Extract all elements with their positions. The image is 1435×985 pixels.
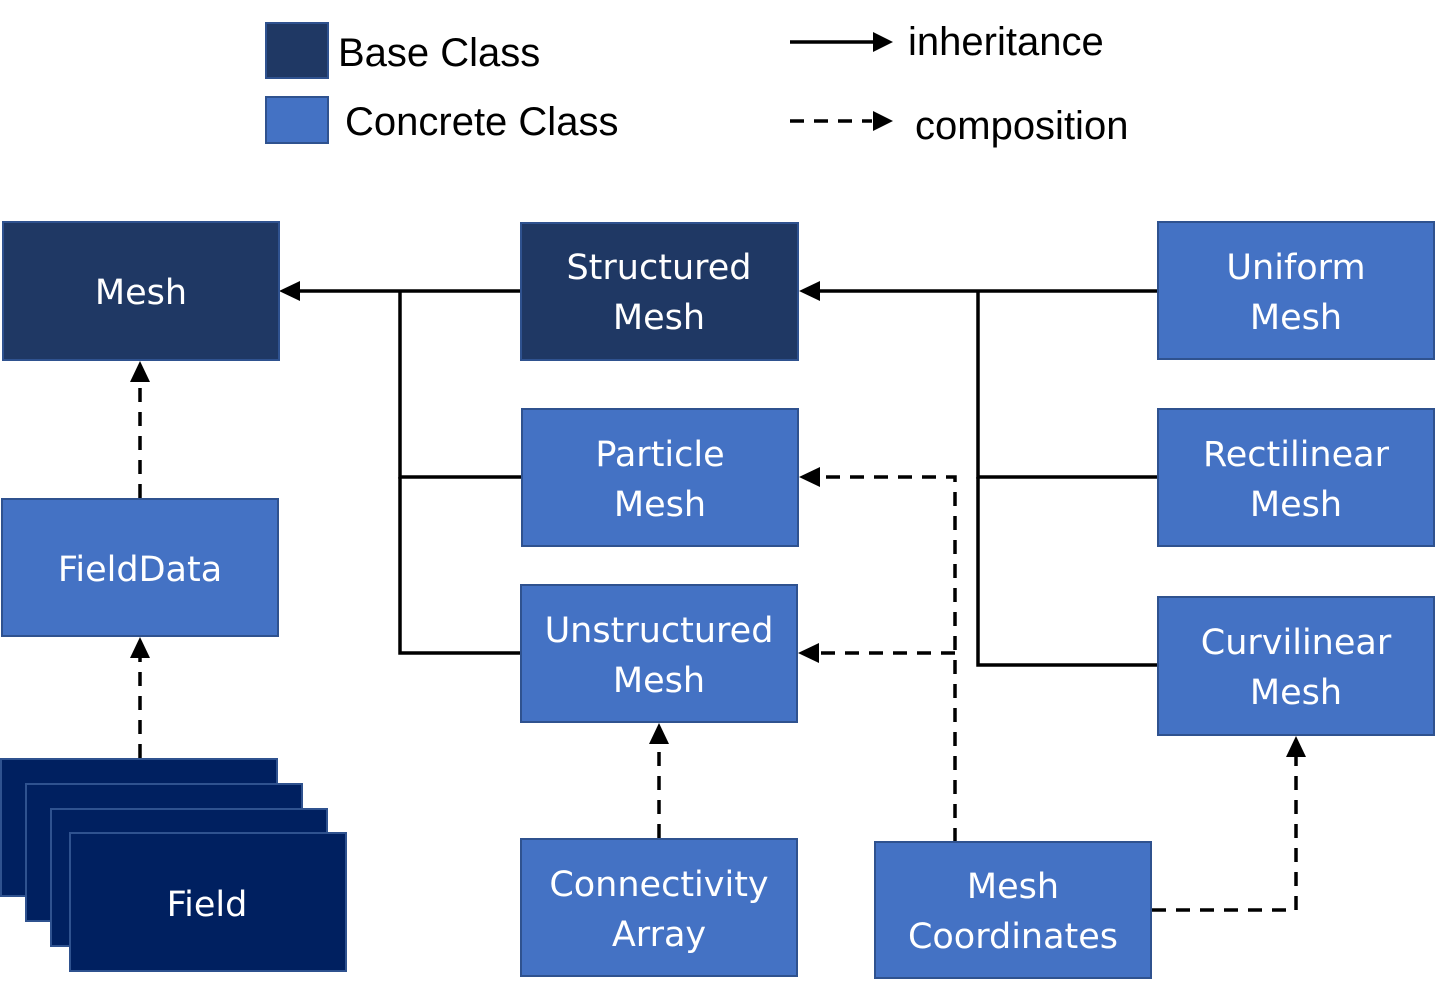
node-field-label: Field: [167, 885, 248, 925]
node-field-data: FieldData: [1, 498, 279, 637]
node-field-box: [69, 832, 347, 972]
node-connectivity-array-label-line-1: Connectivity: [549, 865, 768, 905]
node-mesh-box: [2, 221, 280, 361]
inheritance-edges: [279, 281, 1158, 667]
node-unstructured-mesh-label-line-2: Mesh: [613, 661, 705, 701]
edge-unstructured-to-mesh: [398, 477, 521, 655]
node-mesh-coordinates-label-line-2: Coordinates: [908, 917, 1118, 957]
node-mesh: Mesh: [2, 221, 280, 361]
legend-inheritance-label: inheritance: [908, 20, 1104, 64]
node-curvilinear-mesh: Curvilinear Mesh: [1157, 596, 1435, 736]
node-particle-mesh-box: [521, 408, 799, 547]
arrowhead-structured-mesh: [799, 281, 820, 301]
node-structured-mesh: Structured Mesh: [520, 222, 799, 361]
legend-composition-arrowhead: [873, 111, 893, 131]
composition-edges: [130, 361, 1306, 912]
node-mesh-coordinates-box: [874, 841, 1152, 979]
edge-rectilinear-to-structured: [976, 291, 1158, 479]
edge-coordinates-to-particle: [818, 475, 957, 842]
node-uniform-mesh-label-line-1: Uniform: [1226, 248, 1365, 288]
node-unstructured-mesh-box: [520, 584, 798, 723]
node-structured-mesh-box: [520, 222, 799, 361]
node-curvilinear-mesh-label-line-2: Mesh: [1250, 673, 1342, 713]
edge-particle-to-mesh: [398, 291, 521, 479]
node-rectilinear-mesh: Rectilinear Mesh: [1157, 408, 1435, 547]
arrowhead-curvilinear-from-coordinates: [1286, 736, 1306, 757]
node-connectivity-array: Connectivity Array: [520, 838, 798, 977]
node-structured-mesh-label-line-2: Mesh: [613, 298, 705, 338]
arrowhead-unstructured-from-coordinates: [798, 643, 819, 663]
node-connectivity-array-box: [520, 838, 798, 977]
edge-coordinates-to-curvilinear: [1152, 755, 1298, 912]
node-rectilinear-mesh-label-line-1: Rectilinear: [1203, 435, 1390, 475]
node-particle-mesh-label-line-1: Particle: [595, 435, 724, 475]
arrowhead-mesh-from-fielddata: [130, 361, 150, 382]
nodes: Mesh Structured Mesh Uniform Mesh Partic…: [0, 221, 1435, 979]
node-rectilinear-mesh-label-line-2: Mesh: [1250, 485, 1342, 525]
node-curvilinear-mesh-label-line-1: Curvilinear: [1201, 623, 1392, 663]
node-particle-mesh-label-line-2: Mesh: [614, 485, 706, 525]
node-mesh-coordinates-label-line-1: Mesh: [967, 867, 1059, 907]
legend-base-class-swatch: [265, 22, 329, 79]
node-uniform-mesh: Uniform Mesh: [1157, 221, 1435, 360]
legend-concrete-class-label: Concrete Class: [345, 100, 618, 144]
node-field-data-box: [1, 498, 279, 637]
node-unstructured-mesh-label-line-1: Unstructured: [545, 611, 774, 651]
node-field-stack: Field: [0, 758, 347, 972]
node-mesh-label: Mesh: [95, 273, 187, 313]
legend-inheritance-arrowhead: [873, 32, 893, 52]
node-particle-mesh: Particle Mesh: [521, 408, 799, 547]
arrowhead-particle-from-coordinates: [799, 467, 820, 487]
node-structured-mesh-label-line-1: Structured: [566, 248, 751, 288]
node-uniform-mesh-label-line-2: Mesh: [1250, 298, 1342, 338]
node-field-data-label: FieldData: [58, 550, 222, 590]
node-mesh-coordinates: Mesh Coordinates: [874, 841, 1152, 979]
legend-concrete-class-swatch: [265, 96, 329, 144]
node-uniform-mesh-box: [1157, 221, 1435, 360]
legend-base-class-label: Base Class: [338, 31, 540, 75]
legend: Base Class Concrete Class inheritance co…: [265, 20, 1128, 148]
legend-composition-label: composition: [915, 104, 1128, 148]
arrowhead-mesh: [279, 281, 300, 301]
node-connectivity-array-label-line-2: Array: [612, 915, 706, 955]
edge-curvilinear-to-structured: [976, 477, 1158, 667]
arrowhead-unstructured-from-connectivity: [649, 723, 669, 744]
node-unstructured-mesh: Unstructured Mesh: [520, 584, 798, 723]
node-rectilinear-mesh-box: [1157, 408, 1435, 547]
node-curvilinear-mesh-box: [1157, 596, 1435, 736]
arrowhead-fielddata-from-field: [130, 637, 150, 658]
